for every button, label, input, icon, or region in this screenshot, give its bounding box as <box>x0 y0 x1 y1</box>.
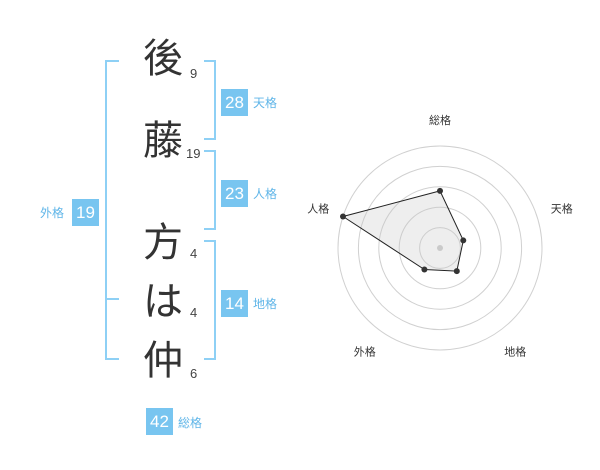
gaikaku-label: 外格 <box>40 206 65 220</box>
radar-center-dot <box>437 245 443 251</box>
radar-point-3 <box>453 268 460 275</box>
name-char-2: 藤 <box>143 118 183 164</box>
name-char-4: は <box>143 279 183 325</box>
name-char-5: 仲 <box>143 338 183 384</box>
stroke-count-1: 9 <box>190 66 198 81</box>
gaikaku-bracket <box>105 60 119 360</box>
chikaku-bracket <box>204 240 216 360</box>
gaikaku-value-badge: 19 <box>72 199 99 226</box>
radar-axis-label-3: 地格 <box>504 345 526 359</box>
soukaku-label: 総格 <box>178 416 203 430</box>
stroke-count-3: 4 <box>190 246 198 261</box>
radar-point-1 <box>437 187 443 194</box>
gaikaku-bracket-tick <box>105 298 119 300</box>
radar-ring-3 <box>378 186 502 310</box>
radar-point-2 <box>460 237 467 244</box>
chikaku-value-badge: 14 <box>221 290 248 317</box>
radar-ring-1 <box>419 227 461 269</box>
name-char-3: 方 <box>143 220 183 266</box>
radar-axis-label-5: 人格 <box>307 201 329 215</box>
radar-axis-label-4: 外格 <box>354 345 376 359</box>
stroke-count-2: 19 <box>186 146 201 161</box>
stroke-count-5: 6 <box>190 366 198 381</box>
name-char-1: 後 <box>143 36 183 82</box>
radar-ring-2 <box>398 206 482 290</box>
radar-ring-5 <box>337 145 543 351</box>
chikaku-label: 地格 <box>253 297 278 311</box>
soukaku-value-badge: 42 <box>146 408 173 435</box>
radar-axis-label-2: 天格 <box>551 201 573 215</box>
tenkaku-bracket <box>204 60 216 140</box>
radar-point-5 <box>339 213 346 220</box>
radar-ring-4 <box>357 165 523 331</box>
radar-point-4 <box>421 266 428 273</box>
stroke-count-4: 4 <box>190 305 198 320</box>
radar-polygon <box>341 190 464 272</box>
jinkaku-bracket <box>204 150 216 230</box>
tenkaku-value-badge: 28 <box>221 89 248 116</box>
jinkaku-label: 人格 <box>253 187 278 201</box>
tenkaku-label: 天格 <box>253 96 278 110</box>
radar-axis-label-1: 総格 <box>429 113 451 127</box>
jinkaku-value-badge: 23 <box>221 180 248 207</box>
